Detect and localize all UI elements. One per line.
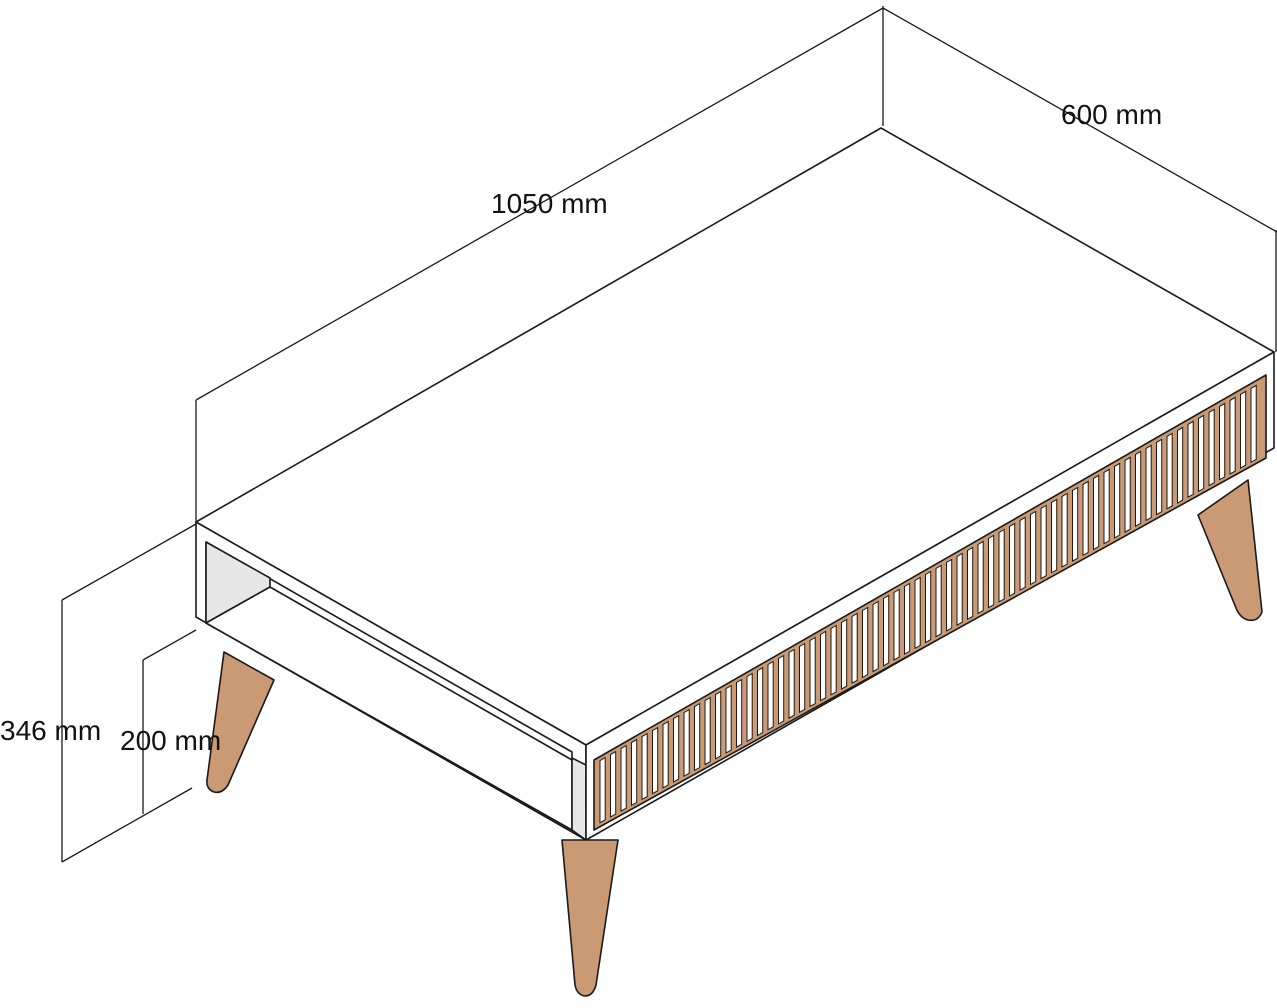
dimension-lines: [61, 6, 1277, 863]
wood-slat: [988, 534, 995, 609]
wood-slat: [1250, 384, 1257, 464]
wood-slat: [904, 582, 911, 655]
wood-slat: [820, 630, 827, 702]
wood-slat: [778, 654, 785, 725]
wood-slat: [652, 726, 659, 795]
leg-back-right: [1197, 479, 1263, 622]
wood-slat: [662, 720, 669, 789]
wood-slat: [872, 600, 879, 673]
wood-slat: [641, 732, 648, 801]
wood-slat: [694, 702, 701, 772]
wood-slat: [715, 690, 722, 760]
depth-dimension-line: [882, 7, 1277, 233]
wood-slat: [1198, 414, 1205, 493]
wood-slat: [1009, 522, 1016, 597]
wood-slat: [631, 738, 638, 807]
wood-slat: [914, 576, 921, 650]
wood-slat: [956, 552, 963, 626]
wood-slat: [673, 714, 680, 783]
wood-slat: [704, 696, 711, 766]
wood-slat: [610, 750, 617, 818]
wood-slat: [1187, 420, 1194, 499]
wood-slats: [599, 384, 1257, 824]
length-dimension-line: [195, 7, 884, 401]
wood-slat: [683, 708, 690, 778]
leg-height-label: 200 mm: [120, 725, 221, 756]
wood-slat: [1219, 402, 1226, 481]
wood-slat: [1019, 516, 1026, 592]
wood-slat: [1114, 462, 1121, 539]
wood-slat: [1145, 444, 1152, 522]
wood-slat: [1072, 486, 1079, 562]
total-height-extension-top: [61, 523, 197, 601]
wood-slat: [1040, 504, 1047, 580]
wood-slat: [977, 540, 984, 615]
wood-slat: [1103, 468, 1110, 545]
length-label: 1050 mm: [491, 188, 608, 219]
leg-front-left: [206, 651, 275, 794]
wood-slat: [1061, 492, 1068, 568]
depth-label: 600 mm: [1061, 99, 1162, 130]
wood-slat: [893, 588, 900, 661]
wood-slat: [620, 744, 627, 812]
wood-slat: [830, 624, 837, 696]
wood-slat: [746, 672, 753, 743]
leg-front-right: [561, 839, 619, 997]
wood-slat: [736, 678, 743, 748]
wood-slat: [1156, 438, 1163, 516]
wood-slat: [883, 594, 890, 667]
total-height-label: 346 mm: [0, 715, 101, 746]
wood-slat: [935, 564, 942, 638]
wood-slat: [862, 606, 869, 679]
wood-slat: [851, 612, 858, 685]
wood-slat: [1135, 450, 1142, 528]
coffee-table: [195, 127, 1275, 997]
wood-slat: [1166, 432, 1173, 510]
dimension-labels: 1050 mm 600 mm 346 mm 200 mm: [0, 99, 1162, 756]
wood-slat: [967, 546, 974, 621]
wood-slat: [757, 666, 764, 737]
wood-slat: [998, 528, 1005, 603]
wood-slat: [1082, 480, 1089, 557]
total-height-extension-bottom: [61, 787, 193, 863]
leg-height-extension-top: [142, 629, 197, 661]
wood-slat: [788, 648, 795, 719]
wood-slat: [1030, 510, 1037, 586]
wood-slat: [1208, 408, 1215, 487]
wood-slat: [799, 642, 806, 714]
wood-slat: [925, 570, 932, 644]
wood-slat: [1051, 498, 1058, 574]
wood-slat: [1124, 456, 1131, 533]
wood-slat: [809, 636, 816, 708]
wood-slat: [1177, 426, 1184, 504]
wood-slat: [725, 684, 732, 754]
wood-slat: [946, 558, 953, 632]
wood-slat: [599, 756, 606, 824]
inner-side-panel: [571, 757, 587, 841]
wood-slat: [1229, 396, 1236, 475]
wood-slat: [767, 660, 774, 731]
wood-slat: [841, 618, 848, 690]
wood-slat: [1240, 390, 1247, 469]
wood-slat: [1093, 474, 1100, 551]
